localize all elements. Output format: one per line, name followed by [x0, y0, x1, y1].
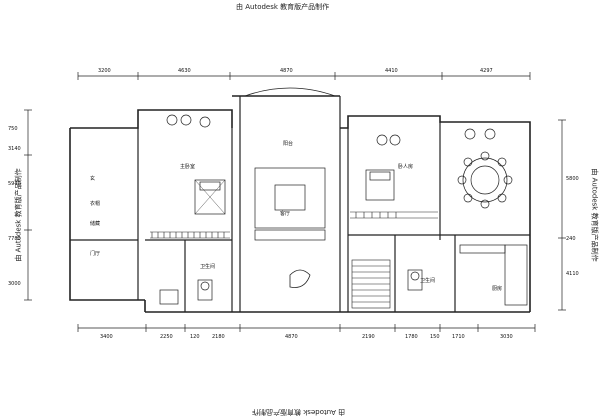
- dim-bottom-6: 2190: [362, 334, 375, 340]
- bed-2: [365, 169, 395, 201]
- staircase: [351, 259, 391, 309]
- dim-top-1: 3200: [98, 68, 111, 74]
- label-toilet-1: 卫生间: [200, 263, 215, 270]
- label-toilet-2: 卫生间: [420, 277, 435, 284]
- dim-left-3: 5940: [8, 181, 21, 187]
- label-balcony: 阳台: [283, 140, 293, 147]
- label-master-bedroom: 主卧室: [180, 163, 195, 170]
- dim-bottom-7: 1780: [405, 334, 418, 340]
- sofa-set: [254, 167, 326, 229]
- dining-table: [462, 157, 508, 203]
- dim-left-4: 7780: [8, 236, 21, 242]
- label-bedroom-2: 卧人房: [398, 163, 413, 170]
- wall-west: [69, 128, 145, 301]
- dim-top-2: 4630: [178, 68, 191, 74]
- dim-left-1: 750: [8, 126, 18, 132]
- dim-right-2: 240: [566, 236, 576, 242]
- dim-bottom-10: 3030: [500, 334, 513, 340]
- label-living-room: 客厅: [280, 210, 290, 217]
- dim-bottom-8: 150: [430, 334, 440, 340]
- watermark-top: 由 Autodesk 教育版产品制作: [236, 3, 330, 11]
- label-kitchen: 厨房: [492, 285, 502, 292]
- dim-bottom-1: 3400: [100, 334, 113, 340]
- master-bed: [194, 179, 226, 215]
- label-side-4: 门厅: [90, 250, 100, 257]
- dim-top-3: 4870: [280, 68, 293, 74]
- dim-bottom-9: 1710: [452, 334, 465, 340]
- dim-right-3: 4110: [566, 271, 579, 277]
- toilet-2: [407, 269, 423, 291]
- dim-bottom-2: 2250: [160, 334, 173, 340]
- toilet-1: [197, 279, 213, 301]
- dim-bottom-5: 4870: [285, 334, 298, 340]
- dim-bottom-4: 2180: [212, 334, 225, 340]
- dim-right-1: 5800: [566, 176, 579, 182]
- dim-left-2: 3140: [8, 146, 21, 152]
- label-side-3: 储藏: [90, 220, 100, 227]
- dim-top-4: 4410: [385, 68, 398, 74]
- kitchen-counter: [504, 244, 528, 306]
- dim-bottom-3: 120: [190, 334, 200, 340]
- label-side-2: 衣帽: [90, 200, 100, 207]
- label-side-1: 玄: [90, 175, 95, 182]
- dim-left-5: 3000: [8, 281, 21, 287]
- dim-top-5: 4297: [480, 68, 493, 74]
